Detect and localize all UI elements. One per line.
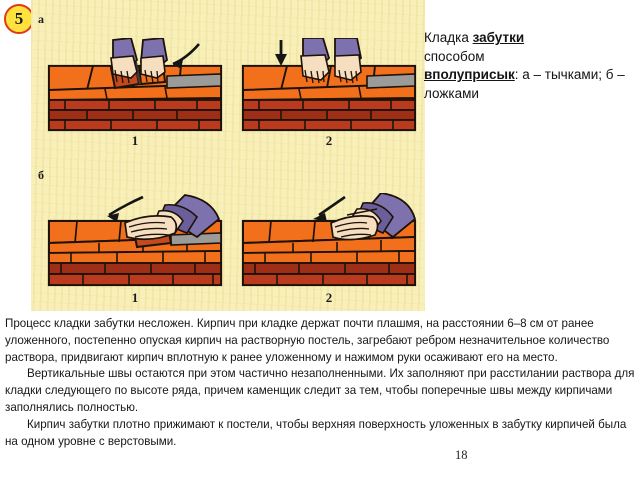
panel-a-1-illustration [47,38,223,132]
body-text: Процесс кладки забутки несложен. Кирпич … [5,316,635,450]
panel-a-2-illustration [241,38,417,132]
hands [300,38,362,84]
caption-line3-rest: : а – тычками; б – ложками [424,67,625,101]
arrow-straight-diagonal [313,195,346,222]
caption-line2: способом [424,48,485,64]
arrow-curved-left [172,43,200,69]
panel-number-b1: 1 [131,290,139,305]
arrow-straight-down [275,40,287,66]
panel-number-b2: 2 [325,290,333,305]
figure-caption: Кладка забутки способом вполуприсык: а –… [424,29,636,103]
arm-and-hand [330,193,417,241]
hands [110,38,168,84]
panel-b-2-illustration [241,193,417,287]
body-paragraph-2: Вертикальные швы остаются при этом части… [5,367,635,414]
caption-term-zabutki: забутки [472,30,525,45]
illustration-plate: а б [31,0,425,311]
section-label-a: а [38,12,44,26]
slide-number-badge: 5 [4,4,34,34]
section-label-b: б [38,168,44,182]
caption-term-vpoluprisyk: вполуприсык [424,67,515,82]
mortar-bed [166,73,222,89]
slide-number-value: 5 [14,9,24,28]
body-paragraph-1: Процесс кладки забутки несложен. Кирпич … [5,317,610,364]
page-number: 18 [455,448,468,462]
body-paragraph-3: Кирпич забутки плотно прижимают к постел… [5,417,627,448]
panel-number-a2: 2 [325,133,333,148]
mortar-bed [366,73,416,89]
arm-and-hand [124,194,221,241]
panel-number-a1: 1 [131,133,139,148]
panel-b-1-illustration [47,194,223,287]
arrow-curved-left [107,195,144,222]
caption-line1-prefix: Кладка [424,30,473,45]
